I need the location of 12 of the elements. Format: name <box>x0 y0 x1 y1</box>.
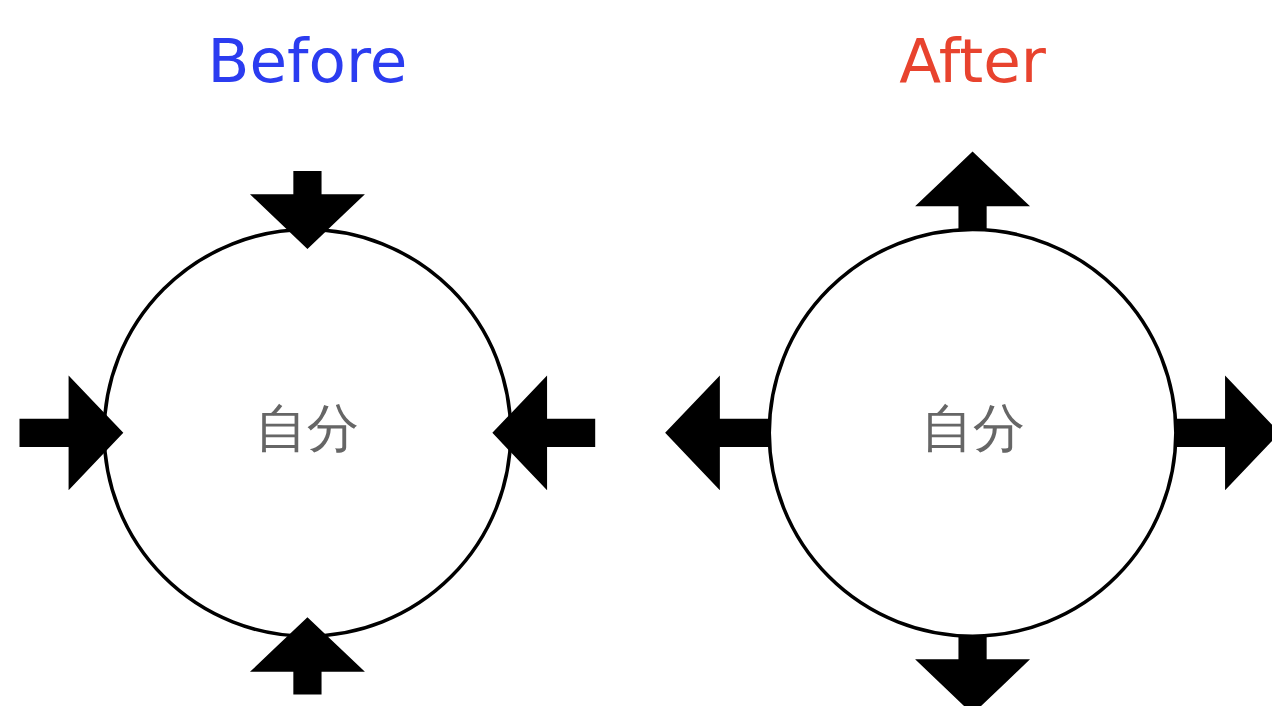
node-circle: 自分 <box>102 227 513 638</box>
label: Before <box>207 24 408 96</box>
arrow <box>665 375 769 491</box>
arrow <box>249 617 365 695</box>
arrow <box>249 171 365 249</box>
arrow <box>492 375 596 491</box>
arrow <box>1176 375 1272 491</box>
node-circle: 自分 <box>767 227 1178 638</box>
label: After <box>899 24 1046 96</box>
arrow <box>915 636 1031 706</box>
arrow <box>19 375 124 491</box>
arrow <box>915 151 1030 230</box>
